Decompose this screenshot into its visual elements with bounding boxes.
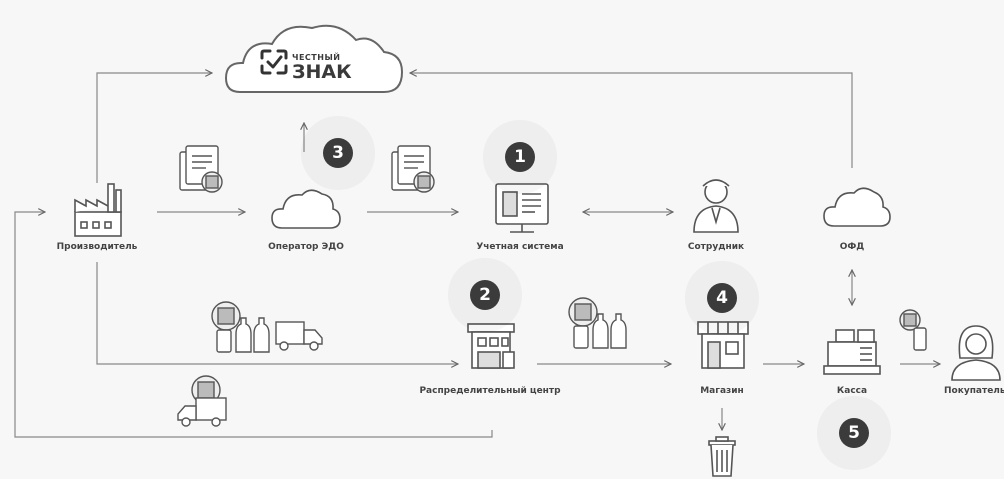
store-icon [697, 321, 749, 369]
honest-sign-logo: ЧЕСТНЫЙ ЗНАК [292, 54, 352, 82]
step-badge-1: 1 [505, 142, 535, 172]
employee-icon [693, 179, 739, 233]
node-label-accounting-system: Учетная система [476, 242, 564, 252]
ofd-cloud-icon [823, 187, 891, 227]
connectors [14, 73, 940, 438]
edo-cloud-icon [271, 189, 341, 229]
node-label-distribution-center: Распределительный центр [419, 386, 561, 396]
arrow-producer-to-honest-sign [96, 73, 212, 183]
products-truck-icon [211, 301, 323, 353]
arrow-return-loop [14, 212, 493, 438]
trash-icon [708, 436, 736, 477]
step-badge-2: 2 [470, 280, 500, 310]
node-label-edo-operator: Оператор ЭДО [268, 242, 344, 252]
buyer-icon [951, 325, 1001, 381]
factory-icon [74, 183, 122, 237]
step-badge-3: 3 [323, 138, 353, 168]
node-label-buyer: Покупатель [944, 386, 1004, 396]
document-qr-icon [179, 145, 223, 193]
honest-sign-cloud [224, 24, 404, 93]
cash-register-icon [823, 329, 881, 375]
logo-big-text: ЗНАК [292, 61, 352, 83]
return-truck-icon [177, 375, 227, 427]
arrow-ofd-to-honest-sign [410, 73, 853, 168]
step-badge-4: 4 [707, 283, 737, 313]
warehouse-icon [467, 323, 515, 369]
logo-small-text: ЧЕСТНЫЙ [292, 53, 341, 62]
node-label-ofd: ОФД [839, 242, 865, 252]
honest-sign-logo-icon [260, 49, 288, 75]
node-label-producer: Производитель [56, 242, 138, 252]
receipt-qr-icon [899, 309, 927, 351]
document-qr-icon-2 [391, 145, 435, 193]
node-label-store: Магазин [700, 386, 744, 396]
node-label-employee: Сотрудник [687, 242, 745, 252]
step-badge-5: 5 [839, 418, 869, 448]
node-label-cashier: Касса [836, 386, 868, 396]
arrow-producer-to-distribution [96, 262, 458, 364]
products-icon [568, 297, 627, 349]
monitor-icon [495, 183, 549, 233]
